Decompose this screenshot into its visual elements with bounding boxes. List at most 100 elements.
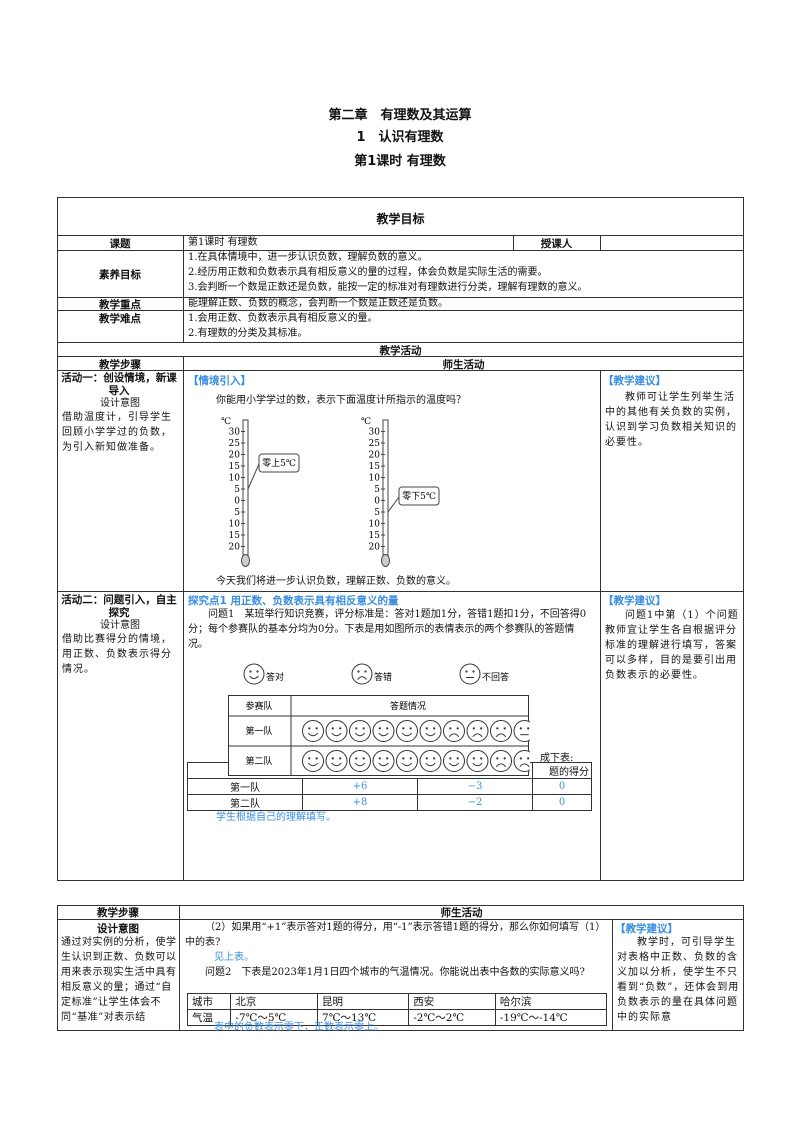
callout-label: 零下5℃ xyxy=(402,491,436,502)
activities-header: 教学活动 xyxy=(379,345,422,357)
mouth xyxy=(495,733,507,738)
eye xyxy=(362,757,365,760)
none-face-icon xyxy=(459,663,481,685)
activity2-title: 活动二：问题引入，自主探究 xyxy=(61,594,177,619)
teacher-label: 授课人 xyxy=(540,238,573,250)
table-row: 城市北京昆明西安哈尔滨 xyxy=(186,993,608,1010)
unit-label: ℃ xyxy=(221,417,231,427)
divider xyxy=(183,235,184,342)
scale-label: 15 xyxy=(229,462,241,472)
callout-box xyxy=(398,486,440,506)
scale-label: 10 xyxy=(369,474,381,484)
eye xyxy=(496,727,499,730)
eye xyxy=(527,757,530,760)
mouth xyxy=(401,762,413,767)
mouth xyxy=(331,732,342,737)
scale-label: 15 xyxy=(369,531,381,541)
teacher-student-label: 师生活动 xyxy=(442,359,485,371)
scale-label: 20 xyxy=(369,451,381,461)
literacy-goal: 3.会判断一个数是正数还是负数，能按一定的标准对有理数进行分类，理解有理数的意义… xyxy=(188,282,588,293)
scale-label: 0 xyxy=(234,497,240,507)
score-cell: 0 xyxy=(532,778,592,795)
right-face-icon xyxy=(443,750,465,772)
cell: 北京 xyxy=(230,993,319,1010)
steps-label-2: 教学步骤 xyxy=(97,907,139,919)
activity1-intent-label: 设计意图 xyxy=(100,398,140,409)
scale-label: 25 xyxy=(369,439,381,449)
scale-label: 10 xyxy=(229,520,241,530)
eye xyxy=(331,757,334,760)
right-face-icon xyxy=(349,750,371,772)
mouth xyxy=(354,732,366,737)
right-face-icon xyxy=(419,750,442,772)
thermometer-tube xyxy=(242,419,249,557)
thermometer-figure: ℃3025201510505101520零上5℃℃302520151050510… xyxy=(221,417,440,567)
emoji-legend: 答对答错不回答 xyxy=(243,663,509,685)
eye xyxy=(527,727,530,730)
scale-label: 5 xyxy=(374,485,380,495)
right-face-icon xyxy=(419,720,442,742)
eye xyxy=(503,757,506,760)
eye xyxy=(355,727,358,730)
mouth xyxy=(472,762,483,767)
activity2-problem: 问题1 某班举行知识竞赛，评分标准是：答对1题加1分，答错1题扣1分，不回答得0… xyxy=(188,609,587,650)
cell: -2℃～2℃ xyxy=(408,1009,496,1026)
activity1-suggest-title: 【教学建议】 xyxy=(603,375,666,387)
mouth xyxy=(357,676,367,680)
mouth xyxy=(472,733,483,738)
divider xyxy=(57,297,744,298)
cell: 7℃～13℃ xyxy=(317,1009,410,1026)
activity2-suggest-title: 【教学建议】 xyxy=(603,595,666,607)
difficulty-point: 1.会用正数、负数表示具有相反意义的量。 xyxy=(188,313,378,324)
divider xyxy=(183,356,184,881)
wrong-face-icon xyxy=(490,720,512,742)
mouth xyxy=(307,762,319,767)
eye xyxy=(456,727,459,730)
scale-label: 20 xyxy=(229,543,241,553)
eye xyxy=(364,670,367,673)
activity1-title: 活动一：创设情境，新课导入 xyxy=(61,372,177,397)
eye xyxy=(315,757,318,760)
eye xyxy=(256,670,259,673)
scale-label: 30 xyxy=(229,428,241,438)
eye xyxy=(402,757,405,760)
topic-value: 第1课时 有理数 xyxy=(188,237,258,248)
divider xyxy=(612,919,613,1031)
divider xyxy=(600,235,601,250)
mouth xyxy=(425,732,436,737)
cell: -19℃～-14℃ xyxy=(494,1009,608,1026)
eye xyxy=(519,727,522,730)
cell: -7℃～5℃ xyxy=(230,1009,319,1026)
thermometer-bulb xyxy=(241,554,250,567)
eye xyxy=(480,757,483,760)
eye xyxy=(331,727,334,730)
wrong-face-icon xyxy=(351,663,373,685)
scale-label: 5 xyxy=(234,485,240,495)
callout-label: 零上5℃ xyxy=(262,458,296,469)
eye xyxy=(433,727,436,730)
team-label: 第二队 xyxy=(245,755,272,767)
mouth xyxy=(495,763,507,768)
divider xyxy=(57,919,744,920)
eye xyxy=(409,727,412,730)
right-face-icon xyxy=(372,750,395,772)
eye xyxy=(449,727,452,730)
divider xyxy=(57,370,744,371)
teacher-student-label-2: 师生活动 xyxy=(440,907,483,919)
none-face-icon xyxy=(513,720,530,742)
pointer xyxy=(247,463,260,490)
divider xyxy=(57,356,744,357)
mouth xyxy=(425,762,436,767)
eye xyxy=(362,727,365,730)
score-cell: −2 xyxy=(417,794,533,811)
mouth xyxy=(378,732,389,737)
suggest-title-2: 【教学建议】 xyxy=(615,923,678,935)
eye xyxy=(409,757,412,760)
eye xyxy=(472,757,475,760)
callout-box xyxy=(258,453,300,473)
right-face-icon xyxy=(302,750,324,772)
mouth xyxy=(307,732,319,737)
eye xyxy=(386,727,389,730)
